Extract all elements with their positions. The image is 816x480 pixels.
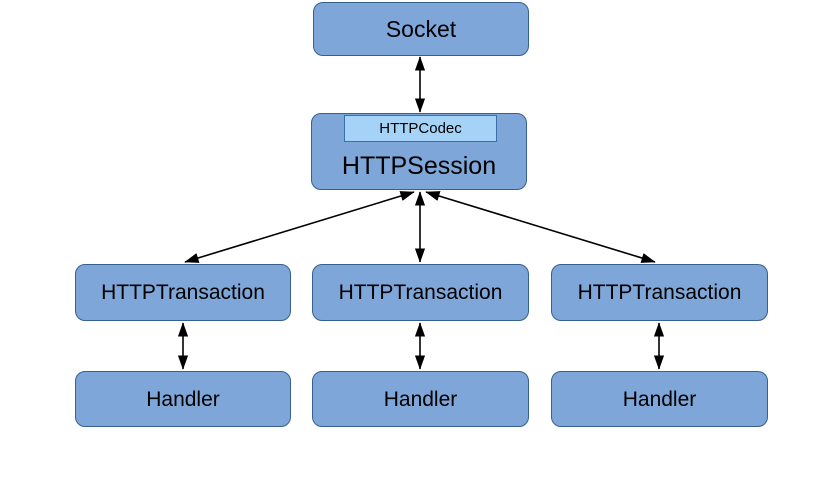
node-httpsession[interactable]: HTTPSession xyxy=(311,113,527,190)
edge-session-transaction-2 xyxy=(425,191,656,263)
node-httptransaction-0-label: HTTPTransaction xyxy=(101,281,265,304)
node-httpsession-label: HTTPSession xyxy=(341,152,497,180)
node-handler-1-label: Handler xyxy=(383,387,458,411)
node-httpcodec-label: HTTPCodec xyxy=(379,120,462,137)
node-httptransaction-1[interactable]: HTTPTransaction xyxy=(312,264,529,321)
edge-session-transaction-0 xyxy=(184,191,415,263)
node-httptransaction-0[interactable]: HTTPTransaction xyxy=(75,264,291,321)
node-httptransaction-2[interactable]: HTTPTransaction xyxy=(551,264,768,321)
node-handler-0-label: Handler xyxy=(146,387,220,411)
node-handler-0[interactable]: Handler xyxy=(75,371,291,427)
node-handler-1[interactable]: Handler xyxy=(312,371,529,427)
node-socket-label: Socket xyxy=(385,15,457,42)
node-httptransaction-1-label: HTTPTransaction xyxy=(338,281,503,304)
node-httptransaction-2-label: HTTPTransaction xyxy=(577,281,742,304)
node-handler-2[interactable]: Handler xyxy=(551,371,768,427)
node-socket[interactable]: Socket xyxy=(313,2,529,56)
node-handler-2-label: Handler xyxy=(622,387,697,411)
node-httpcodec[interactable]: HTTPCodec xyxy=(344,115,497,142)
